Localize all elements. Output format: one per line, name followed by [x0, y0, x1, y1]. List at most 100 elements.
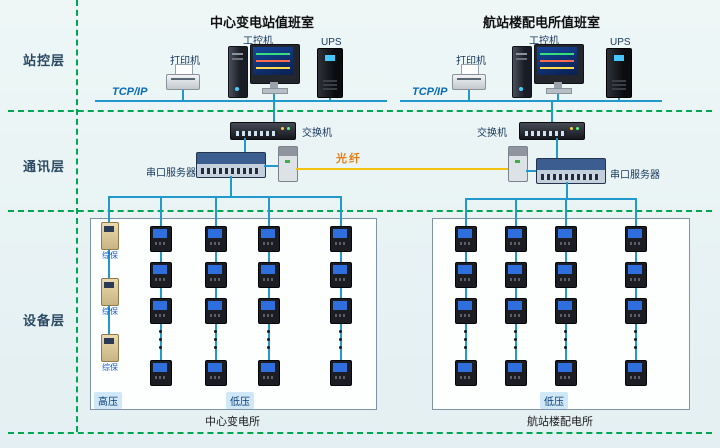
left-serial-server-label: 串口服务器: [146, 168, 196, 179]
ups-vent: [612, 78, 626, 90]
meter-display: [558, 229, 572, 238]
meter-display: [508, 363, 522, 372]
right-switch-feed-line: [551, 100, 553, 122]
tower-drive-bay: [232, 53, 243, 55]
right-switch-label: 交换机: [477, 128, 507, 139]
left-switch-label: 交换机: [302, 128, 332, 139]
left-room-title: 中心变电站值班室: [210, 15, 315, 30]
right-station-bus-line: [400, 100, 662, 102]
switch-ports: [236, 131, 278, 136]
layer-label-station: 站控层: [22, 53, 65, 68]
meter-display: [261, 265, 275, 274]
power-meter: [258, 226, 280, 252]
fiber-optic-label: 光纤: [336, 153, 362, 165]
meter-display: [153, 301, 167, 310]
meter-display: [508, 301, 522, 310]
tower-power-led: [519, 87, 523, 91]
meter-buttons: [155, 376, 167, 379]
power-meter: [455, 262, 477, 288]
power-meter: [505, 226, 527, 252]
layer-column-divider: [76, 0, 78, 432]
converter-led: [515, 160, 520, 163]
meter-display: [208, 229, 222, 238]
protection-device: [101, 278, 119, 306]
protection-display: [104, 226, 114, 232]
fiber-optic-line: [296, 168, 508, 170]
meter-display: [458, 363, 472, 372]
meter-buttons: [210, 314, 222, 317]
right-switch-icon: [519, 122, 585, 140]
layer-label-comm: 通讯层: [22, 159, 65, 174]
meter-display: [333, 265, 347, 274]
right-tcpip-label: TCP/IP: [412, 86, 448, 98]
meter-display: [153, 229, 167, 238]
printer-slot: [457, 78, 481, 80]
meter-display: [508, 265, 522, 274]
left-tcpip-label: TCP/IP: [112, 86, 148, 98]
meter-display: [458, 301, 472, 310]
ellipsis-dots: [159, 330, 162, 333]
meter-buttons: [335, 278, 347, 281]
right-collector-bus-line: [465, 198, 637, 200]
lv-section-label-right: 低压: [540, 392, 568, 409]
layer-divider-bottom: [8, 432, 712, 434]
layer-label-device: 设备层: [22, 313, 65, 328]
right-pc-label: 工控机: [529, 36, 559, 47]
right-serial-server-label: 串口服务器: [610, 170, 660, 181]
right-switch-serial-line: [556, 138, 558, 158]
protection-label: 综保: [102, 307, 118, 316]
meter-buttons: [335, 376, 347, 379]
power-meter: [330, 262, 352, 288]
meter-display: [333, 363, 347, 372]
serial-ports: [201, 168, 259, 174]
meter-buttons: [510, 278, 522, 281]
meter-buttons: [560, 242, 572, 245]
meter-display: [261, 301, 275, 310]
right-pc-monitor-icon: [534, 44, 584, 94]
left-box-caption: 中心变电所: [205, 416, 260, 428]
meter-display: [558, 363, 572, 372]
meter-display: [508, 229, 522, 238]
right-serial-converter-line: [526, 170, 536, 172]
right-printer-label: 打印机: [456, 56, 486, 67]
meter-buttons: [210, 278, 222, 281]
meter-buttons: [155, 242, 167, 245]
left-switch-feed-line: [273, 100, 275, 122]
protection-device: [101, 222, 119, 250]
meter-buttons: [263, 242, 275, 245]
meter-buttons: [510, 314, 522, 317]
power-meter: [150, 262, 172, 288]
meter-buttons: [460, 278, 472, 281]
meter-buttons: [263, 376, 275, 379]
power-meter: [455, 360, 477, 386]
left-switch-icon: [230, 122, 296, 140]
power-meter: [330, 226, 352, 252]
meter-display: [628, 265, 642, 274]
right-pc-drop-line: [557, 93, 559, 100]
ellipsis-dots: [339, 330, 342, 333]
monitor-stand: [270, 82, 278, 89]
power-meter: [455, 298, 477, 324]
meter-display: [153, 363, 167, 372]
ups-vent: [323, 78, 337, 90]
left-printer-icon: [166, 64, 200, 90]
left-serial-converter-line: [264, 165, 278, 167]
printer-slot: [171, 78, 195, 80]
left-pc-label: 工控机: [243, 36, 273, 47]
power-meter: [505, 262, 527, 288]
meter-buttons: [335, 314, 347, 317]
meter-buttons: [560, 376, 572, 379]
left-serial-collector-line: [230, 176, 232, 196]
ups-display: [325, 55, 335, 61]
left-printer-drop-line: [182, 90, 184, 100]
converter-led: [285, 160, 290, 163]
power-meter: [455, 226, 477, 252]
right-printer-drop-line: [468, 90, 470, 100]
right-serial-server-icon: [536, 158, 606, 184]
meter-display: [208, 363, 222, 372]
power-meter: [258, 262, 280, 288]
meter-display: [458, 265, 472, 274]
left-station-bus-line: [95, 100, 387, 102]
meter-buttons: [210, 376, 222, 379]
